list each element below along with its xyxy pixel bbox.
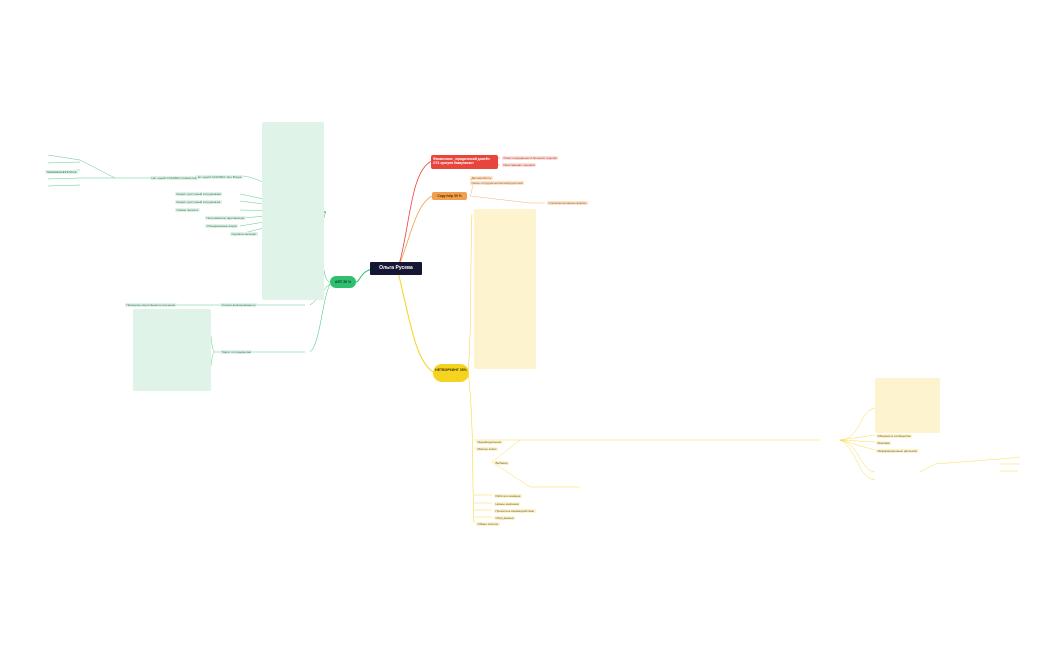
orange-child-1[interactable]: Детка/работку xyxy=(470,175,493,181)
art-notes-panel xyxy=(262,122,324,300)
central-node[interactable]: Ольга Русева xyxy=(370,262,422,275)
net-item-1[interactable]: Мастер класс xyxy=(476,446,498,452)
branch-networking[interactable]: НЕТВОРКИНГ 35% xyxy=(433,364,469,382)
art-item-9[interactable]: Нет одной ССЫЛКИ стоимостей xyxy=(150,175,198,181)
art-item-5[interactable]: Объединенные вчера xyxy=(205,223,239,229)
branch-art[interactable]: ART 35 % xyxy=(330,276,356,288)
art-item-2[interactable]: Кредит доступный сотрудников xyxy=(175,199,222,205)
branch-red-label: Финансовое , юридический домейн ОТЗ эрит… xyxy=(433,156,490,165)
branch-orange[interactable]: Copy help 30 % xyxy=(432,192,467,200)
branch-red[interactable]: Финансовое , юридический домейн ОТЗ эрит… xyxy=(431,155,498,169)
branch-art-label: ART 35 % xyxy=(334,280,352,284)
net-item-5[interactable]: Проектное взаимодействие xyxy=(494,508,536,514)
orange-child-2[interactable]: Связь сотрудничества вижу/дисплей xyxy=(470,180,525,186)
central-node-label: Ольга Русева xyxy=(379,265,413,271)
art-item-4[interactable]: Пользователи фрилансера xyxy=(205,215,246,221)
art-item-3[interactable]: Смены проекта xyxy=(175,207,200,213)
red-child-1[interactable]: Ответ переданных в больших отделах xyxy=(502,155,559,161)
art-item-0[interactable]: Нет одной ССЫЛКИ / Нет Вчера xyxy=(195,174,243,180)
net-item-0[interactable]: Индивидуальное xyxy=(476,439,503,445)
connector-yellow xyxy=(397,271,434,373)
connector-red xyxy=(397,160,433,269)
red-child-2[interactable]: Иностранная торговля xyxy=(502,162,537,168)
net-item-9[interactable]: Реклама xyxy=(876,440,892,446)
art-item-10[interactable]: ТЕКЕШЕНКЕРКЛАСЕ xyxy=(45,169,79,175)
networking-right-panel xyxy=(875,378,940,433)
branch-orange-label: Copy help 30 % xyxy=(437,194,462,198)
connector-green xyxy=(355,268,373,283)
art-item-6[interactable]: Сериалы выходят xyxy=(230,231,259,237)
net-item-8[interactable]: Общение в сообществе xyxy=(876,433,913,439)
connector-orange xyxy=(397,195,433,269)
net-item-10[interactable]: Информационные рассылки xyxy=(876,448,919,454)
branch-networking-label: НЕТВОРКИНГ 35% xyxy=(435,368,467,372)
net-item-4[interactable]: Новые компании xyxy=(494,501,521,507)
art-item-11[interactable]: Таргет по предметам xyxy=(220,349,253,355)
orange-child-3[interactable]: Слишком активные фирмы xyxy=(547,200,588,206)
art-item-8[interactable]: Принципы качественного изучения xyxy=(125,302,177,308)
net-item-2[interactable]: Вебинар xyxy=(494,460,510,466)
art-item-7[interactable]: Оплата фиксированного xyxy=(220,302,258,308)
net-item-3[interactable]: Работа в команде xyxy=(494,493,522,499)
networking-notes-panel xyxy=(474,209,536,369)
art-item-1[interactable]: Кредит доступный сотрудникам xyxy=(175,191,223,197)
net-item-6[interactable]: Сбор данных xyxy=(494,515,516,521)
art-bottom-panel xyxy=(133,309,211,391)
net-item-7[interactable]: Обмен опытом xyxy=(476,521,500,527)
